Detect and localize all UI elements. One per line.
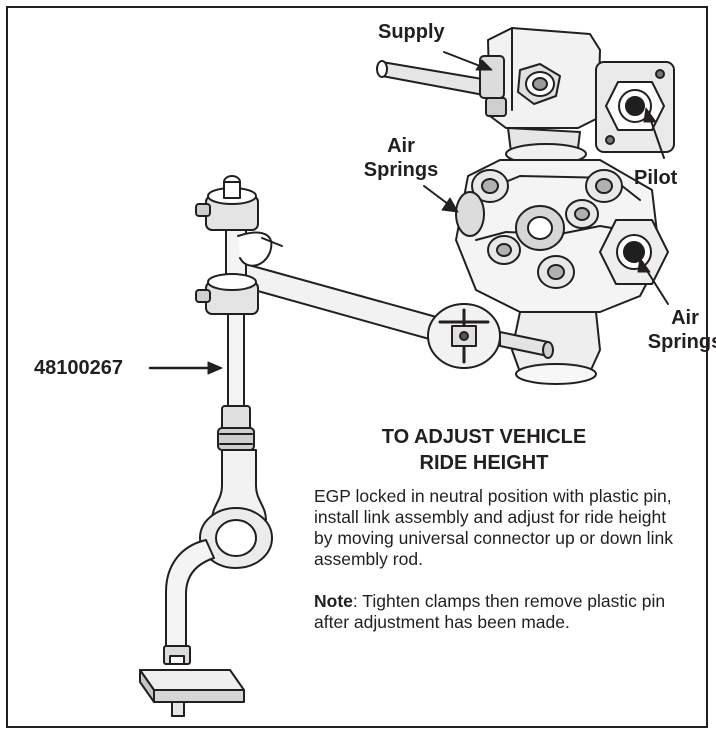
air-springs-bottom-label-line-1: Air	[671, 307, 699, 329]
supply-label: Supply	[378, 21, 445, 43]
air-springs-bottom-label-line-2: Springs	[647, 331, 716, 353]
control-arm	[237, 261, 554, 369]
callout-leaders	[148, 51, 669, 375]
link-assembly-rod	[139, 175, 283, 717]
instructions-note: Note: Tighten clamps then remove plastic…	[314, 591, 684, 633]
air-springs-top-label-line-1: Air	[387, 135, 415, 157]
instructions-heading-line-1: TO ADJUST VEHICLE	[381, 426, 587, 448]
valve-main-body	[455, 159, 669, 313]
instructions-heading-line-2: RIDE HEIGHT	[419, 452, 549, 474]
air-springs-bottom-leader	[637, 257, 669, 305]
supply-leader	[443, 51, 493, 71]
pilot-leader	[643, 107, 665, 159]
air-springs-top-leader	[423, 185, 459, 213]
valve-top-section	[479, 27, 601, 129]
note-label: Note	[314, 591, 353, 611]
instructions-heading: TO ADJUST VEHICLE RIDE HEIGHT	[316, 424, 652, 476]
instructions-body: EGP locked in neutral position with plas…	[314, 486, 684, 633]
pilot-port	[595, 61, 675, 153]
instructions-paragraph: EGP locked in neutral position with plas…	[314, 486, 673, 569]
air-springs-top-label-line-2: Springs	[363, 159, 439, 181]
part-number-leader	[148, 361, 223, 375]
part-number-label: 48100267	[34, 357, 123, 379]
note-text: : Tighten clamps then remove plastic pin…	[314, 591, 666, 632]
pilot-label: Pilot	[634, 167, 678, 189]
diagram-frame	[6, 6, 708, 728]
air-springs-bottom-label: Air Springs	[640, 306, 716, 354]
air-springs-top-label: Air Springs	[356, 134, 446, 182]
supply-pipe	[376, 60, 501, 99]
valve-neck	[505, 127, 587, 165]
valve-base	[511, 311, 601, 385]
